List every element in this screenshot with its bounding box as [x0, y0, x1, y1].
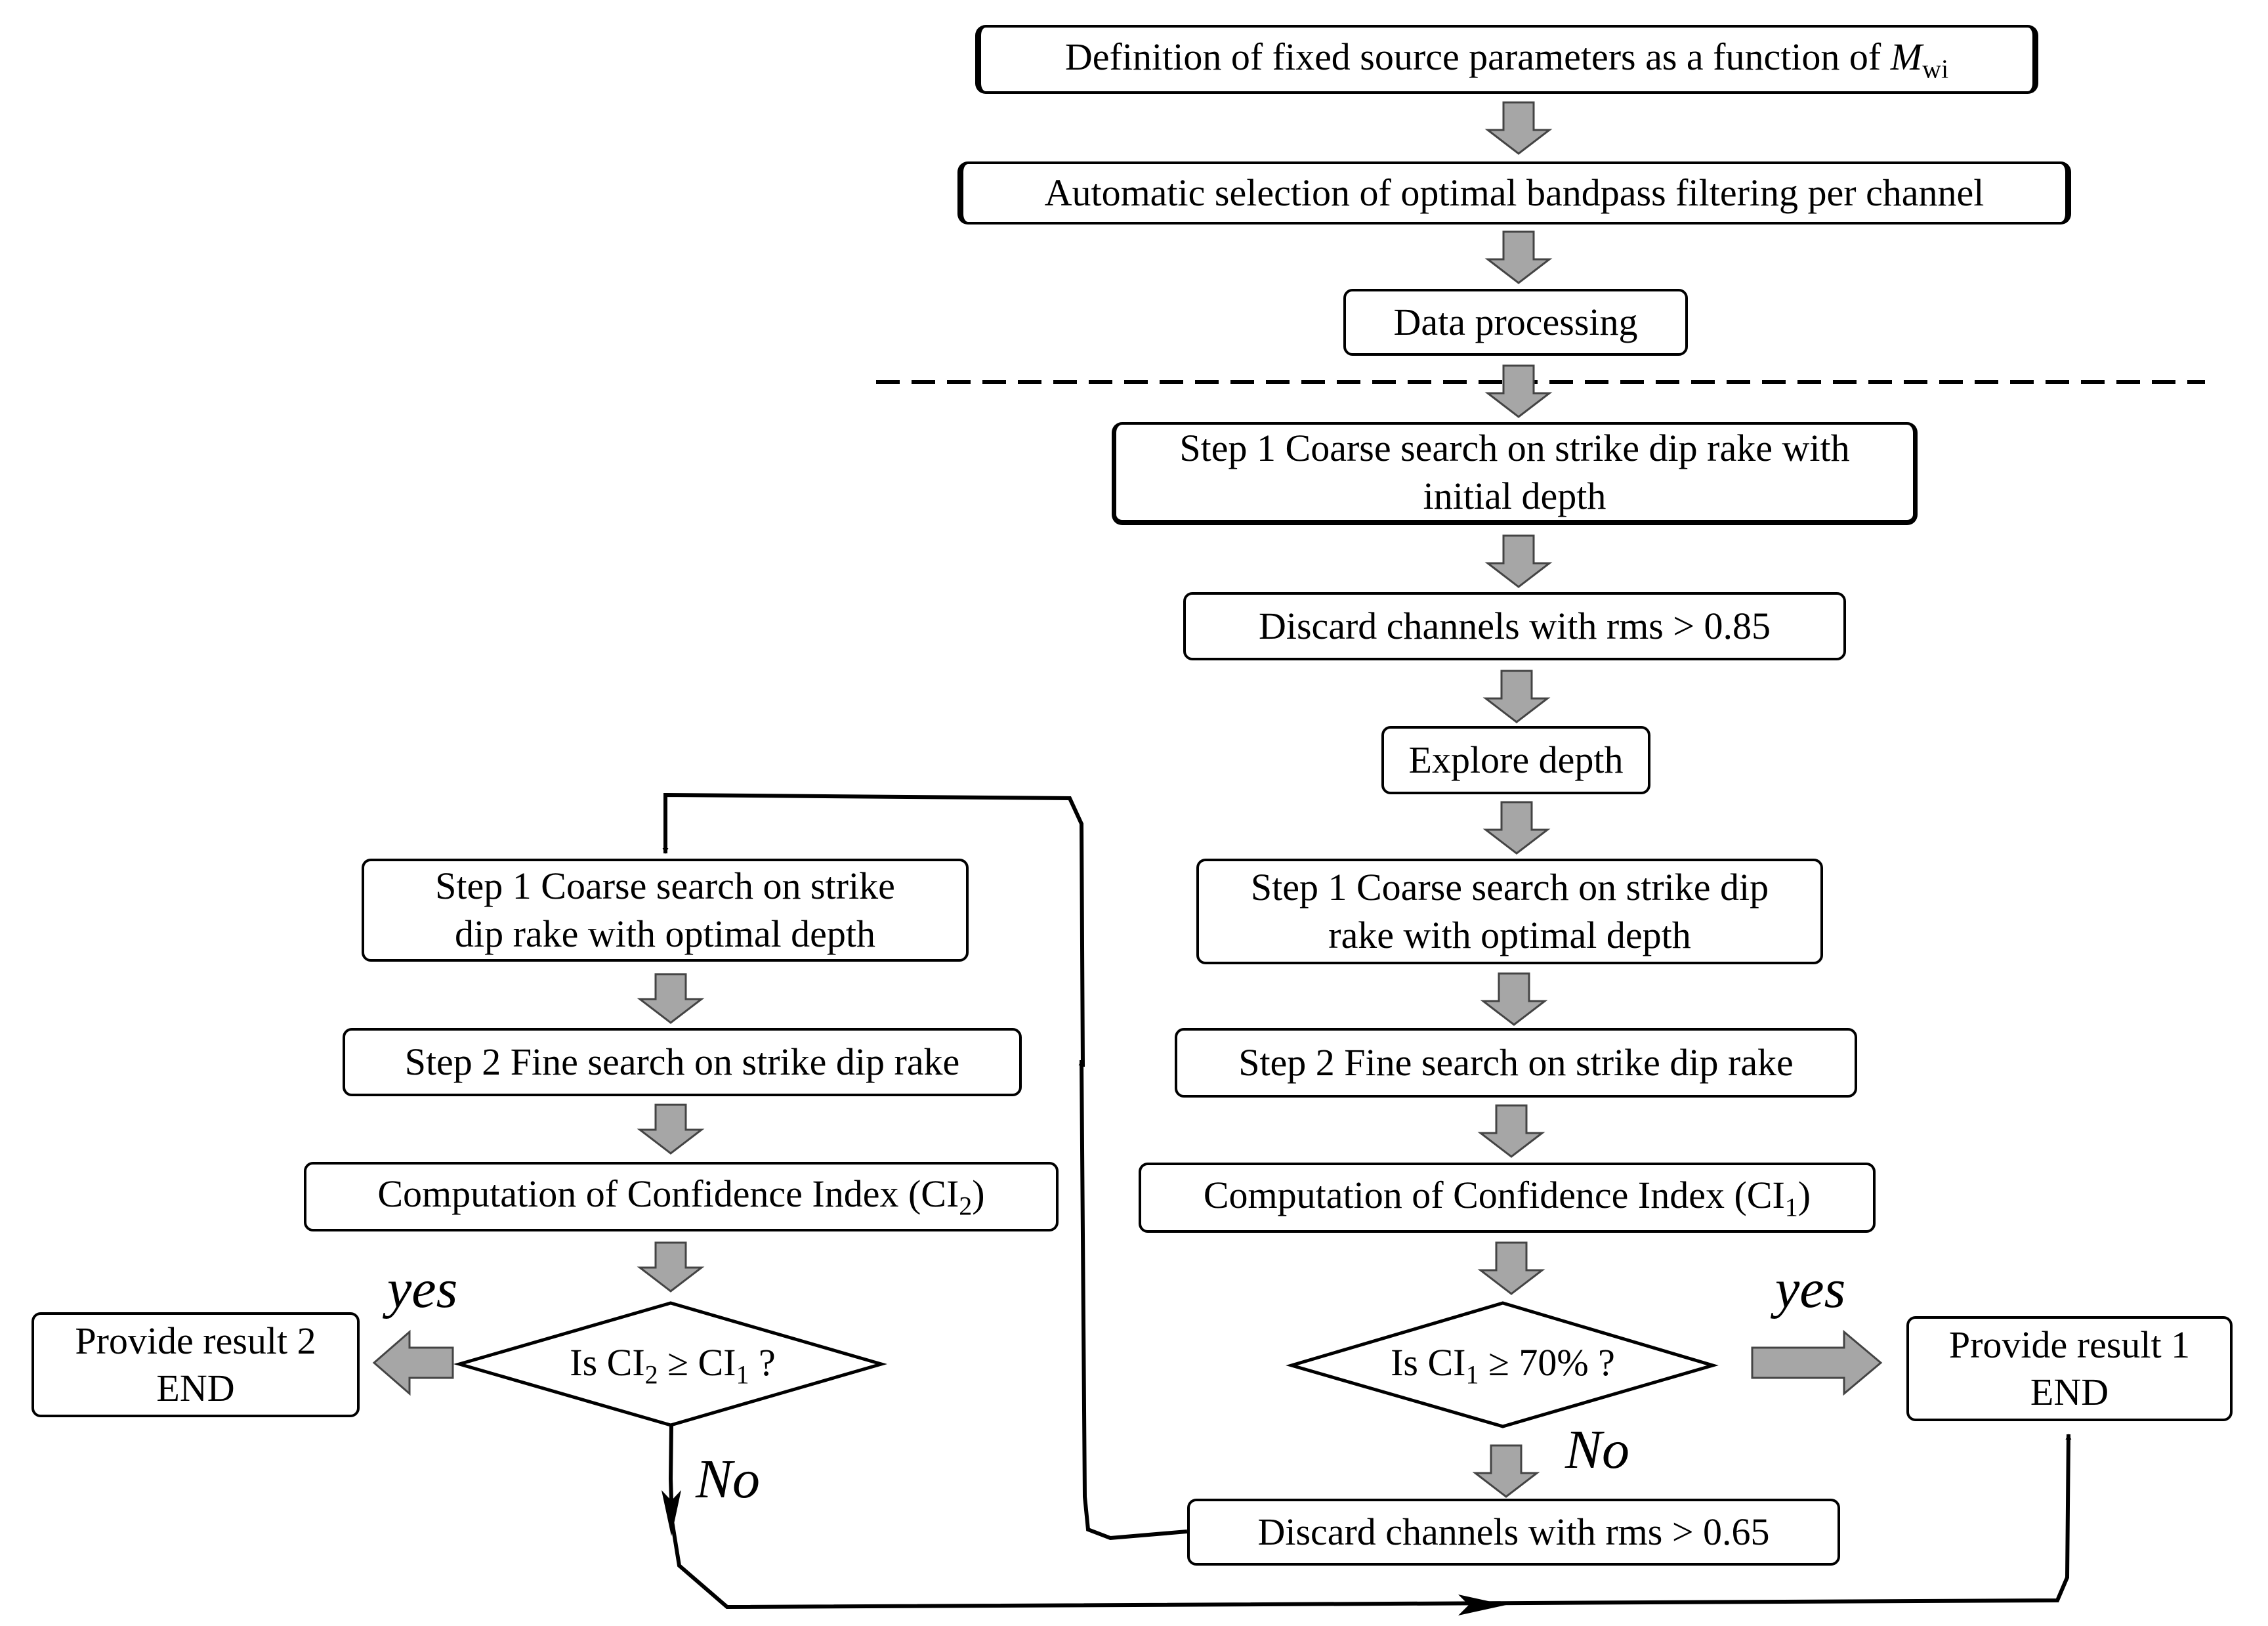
block-arrow-down-6 — [1482, 801, 1551, 855]
no-path-down-arrowhead — [662, 1490, 681, 1536]
decision-left-pre: Is CI — [570, 1341, 645, 1384]
data-processing-box: Data processing — [1343, 289, 1688, 356]
result2-line1: Provide result 2 — [75, 1319, 316, 1362]
discard-085-box: Discard channels with rms > 0.85 — [1183, 592, 1846, 660]
step1-optimal-left-box: Step 1 Coarse search on strike dip rake w… — [362, 859, 969, 962]
block-arrow-down-2 — [1484, 230, 1553, 284]
decision-left-sub2: 1 — [736, 1359, 749, 1390]
ci2-text-post: ) — [972, 1172, 985, 1216]
block-arrow-down-4 — [1484, 534, 1553, 588]
auto-selection-text: Automatic selection of optimal bandpass … — [1044, 171, 1984, 214]
block-arrow-down-5 — [1482, 670, 1551, 723]
step1-optimal-left-line1: Step 1 Coarse search on strike — [435, 865, 895, 907]
define-parameters-box: Definition of fixed source parameters as… — [975, 25, 2038, 94]
ci1-text-post: ) — [1797, 1173, 1811, 1216]
no-path-connector — [668, 1424, 2072, 1610]
block-arrow-left-yes — [372, 1329, 454, 1396]
yes-label-right: yes — [1775, 1258, 1846, 1319]
block-arrow-down-8 — [1477, 1104, 1545, 1158]
loop-top-connector — [662, 792, 1085, 1067]
explore-depth-text: Explore depth — [1408, 738, 1624, 781]
step1-optimal-right-line1: Step 1 Coarse search on strike dip — [1250, 866, 1769, 909]
decision-left-label: Is CI2 ≥ CI1 ? — [486, 1333, 860, 1398]
step1-initial-line1: Step 1 Coarse search on strike dip rake … — [1179, 427, 1850, 469]
result2-line2: END — [156, 1367, 235, 1409]
step1-optimal-right-line2: rake with optimal depth — [1328, 913, 1691, 956]
decision-right-post: ≥ 70% ? — [1479, 1341, 1615, 1384]
define-parameters-sub: wi — [1922, 54, 1949, 84]
result1-box: Provide result 1 END — [1906, 1316, 2233, 1421]
discard-065-box: Discard channels with rms > 0.65 — [1187, 1499, 1840, 1566]
ci1-text-pre: Computation of Confidence Index (CI — [1203, 1173, 1785, 1216]
no-label-left: No — [696, 1449, 761, 1510]
define-parameters-math: M — [1890, 35, 1923, 78]
block-arrow-down-10 — [1472, 1444, 1540, 1498]
result2-box: Provide result 2 END — [32, 1312, 360, 1417]
block-arrow-down-1 — [1484, 101, 1553, 155]
no-label-right: No — [1565, 1419, 1630, 1480]
step1-optimal-left-line2: dip rake with optimal depth — [454, 912, 876, 955]
step1-initial-depth-box: Step 1 Coarse search on strike dip rake … — [1112, 422, 1918, 525]
no-path-mid-arrowhead — [1458, 1594, 1506, 1615]
loop-back-connector — [1078, 1059, 1188, 1541]
decision-left-post: ? — [749, 1341, 776, 1384]
ci1-box: Computation of Confidence Index (CI1) — [1139, 1163, 1876, 1233]
yes-label-left: yes — [387, 1258, 458, 1319]
block-arrow-right-yes — [1751, 1329, 1883, 1396]
ci2-text-sub: 2 — [959, 1191, 973, 1221]
step2-left-text: Step 2 Fine search on strike dip rake — [404, 1040, 960, 1083]
decision-right-label: Is CI1 ≥ 70% ? — [1312, 1333, 1693, 1398]
decision-diamond-right — [1286, 1301, 1719, 1428]
decision-left-mid: ≥ CI — [658, 1341, 736, 1384]
ci2-box: Computation of Confidence Index (CI2) — [304, 1162, 1059, 1231]
ci1-text-sub: 1 — [1784, 1192, 1798, 1222]
decision-left-sub1: 2 — [644, 1359, 658, 1390]
step2-right-text: Step 2 Fine search on strike dip rake — [1238, 1040, 1794, 1084]
auto-selection-box: Automatic selection of optimal bandpass … — [957, 161, 2071, 225]
data-processing-text: Data processing — [1393, 300, 1638, 343]
discard-085-text: Discard channels with rms > 0.85 — [1258, 604, 1771, 647]
block-arrow-down-7 — [1480, 972, 1548, 1026]
block-arrow-down-13 — [637, 1241, 705, 1293]
ci2-text-pre: Computation of Confidence Index (CI — [377, 1172, 959, 1216]
step2-right-box: Step 2 Fine search on strike dip rake — [1175, 1028, 1857, 1098]
step2-left-box: Step 2 Fine search on strike dip rake — [343, 1028, 1022, 1096]
block-arrow-down-11 — [637, 973, 705, 1024]
result1-line2: END — [2030, 1371, 2109, 1413]
decision-right-sub: 1 — [1465, 1359, 1479, 1390]
discard-065-text: Discard channels with rms > 0.65 — [1257, 1510, 1770, 1553]
result1-line1: Provide result 1 — [1948, 1323, 2191, 1366]
block-arrow-down-9 — [1477, 1241, 1545, 1295]
decision-right-pre: Is CI — [1391, 1341, 1466, 1384]
block-arrow-down-12 — [637, 1103, 705, 1155]
explore-depth-box: Explore depth — [1381, 726, 1650, 794]
block-arrow-down-3 — [1484, 364, 1553, 418]
define-parameters-text: Definition of fixed source parameters as… — [1064, 35, 1891, 78]
step1-initial-line2: initial depth — [1423, 474, 1606, 517]
